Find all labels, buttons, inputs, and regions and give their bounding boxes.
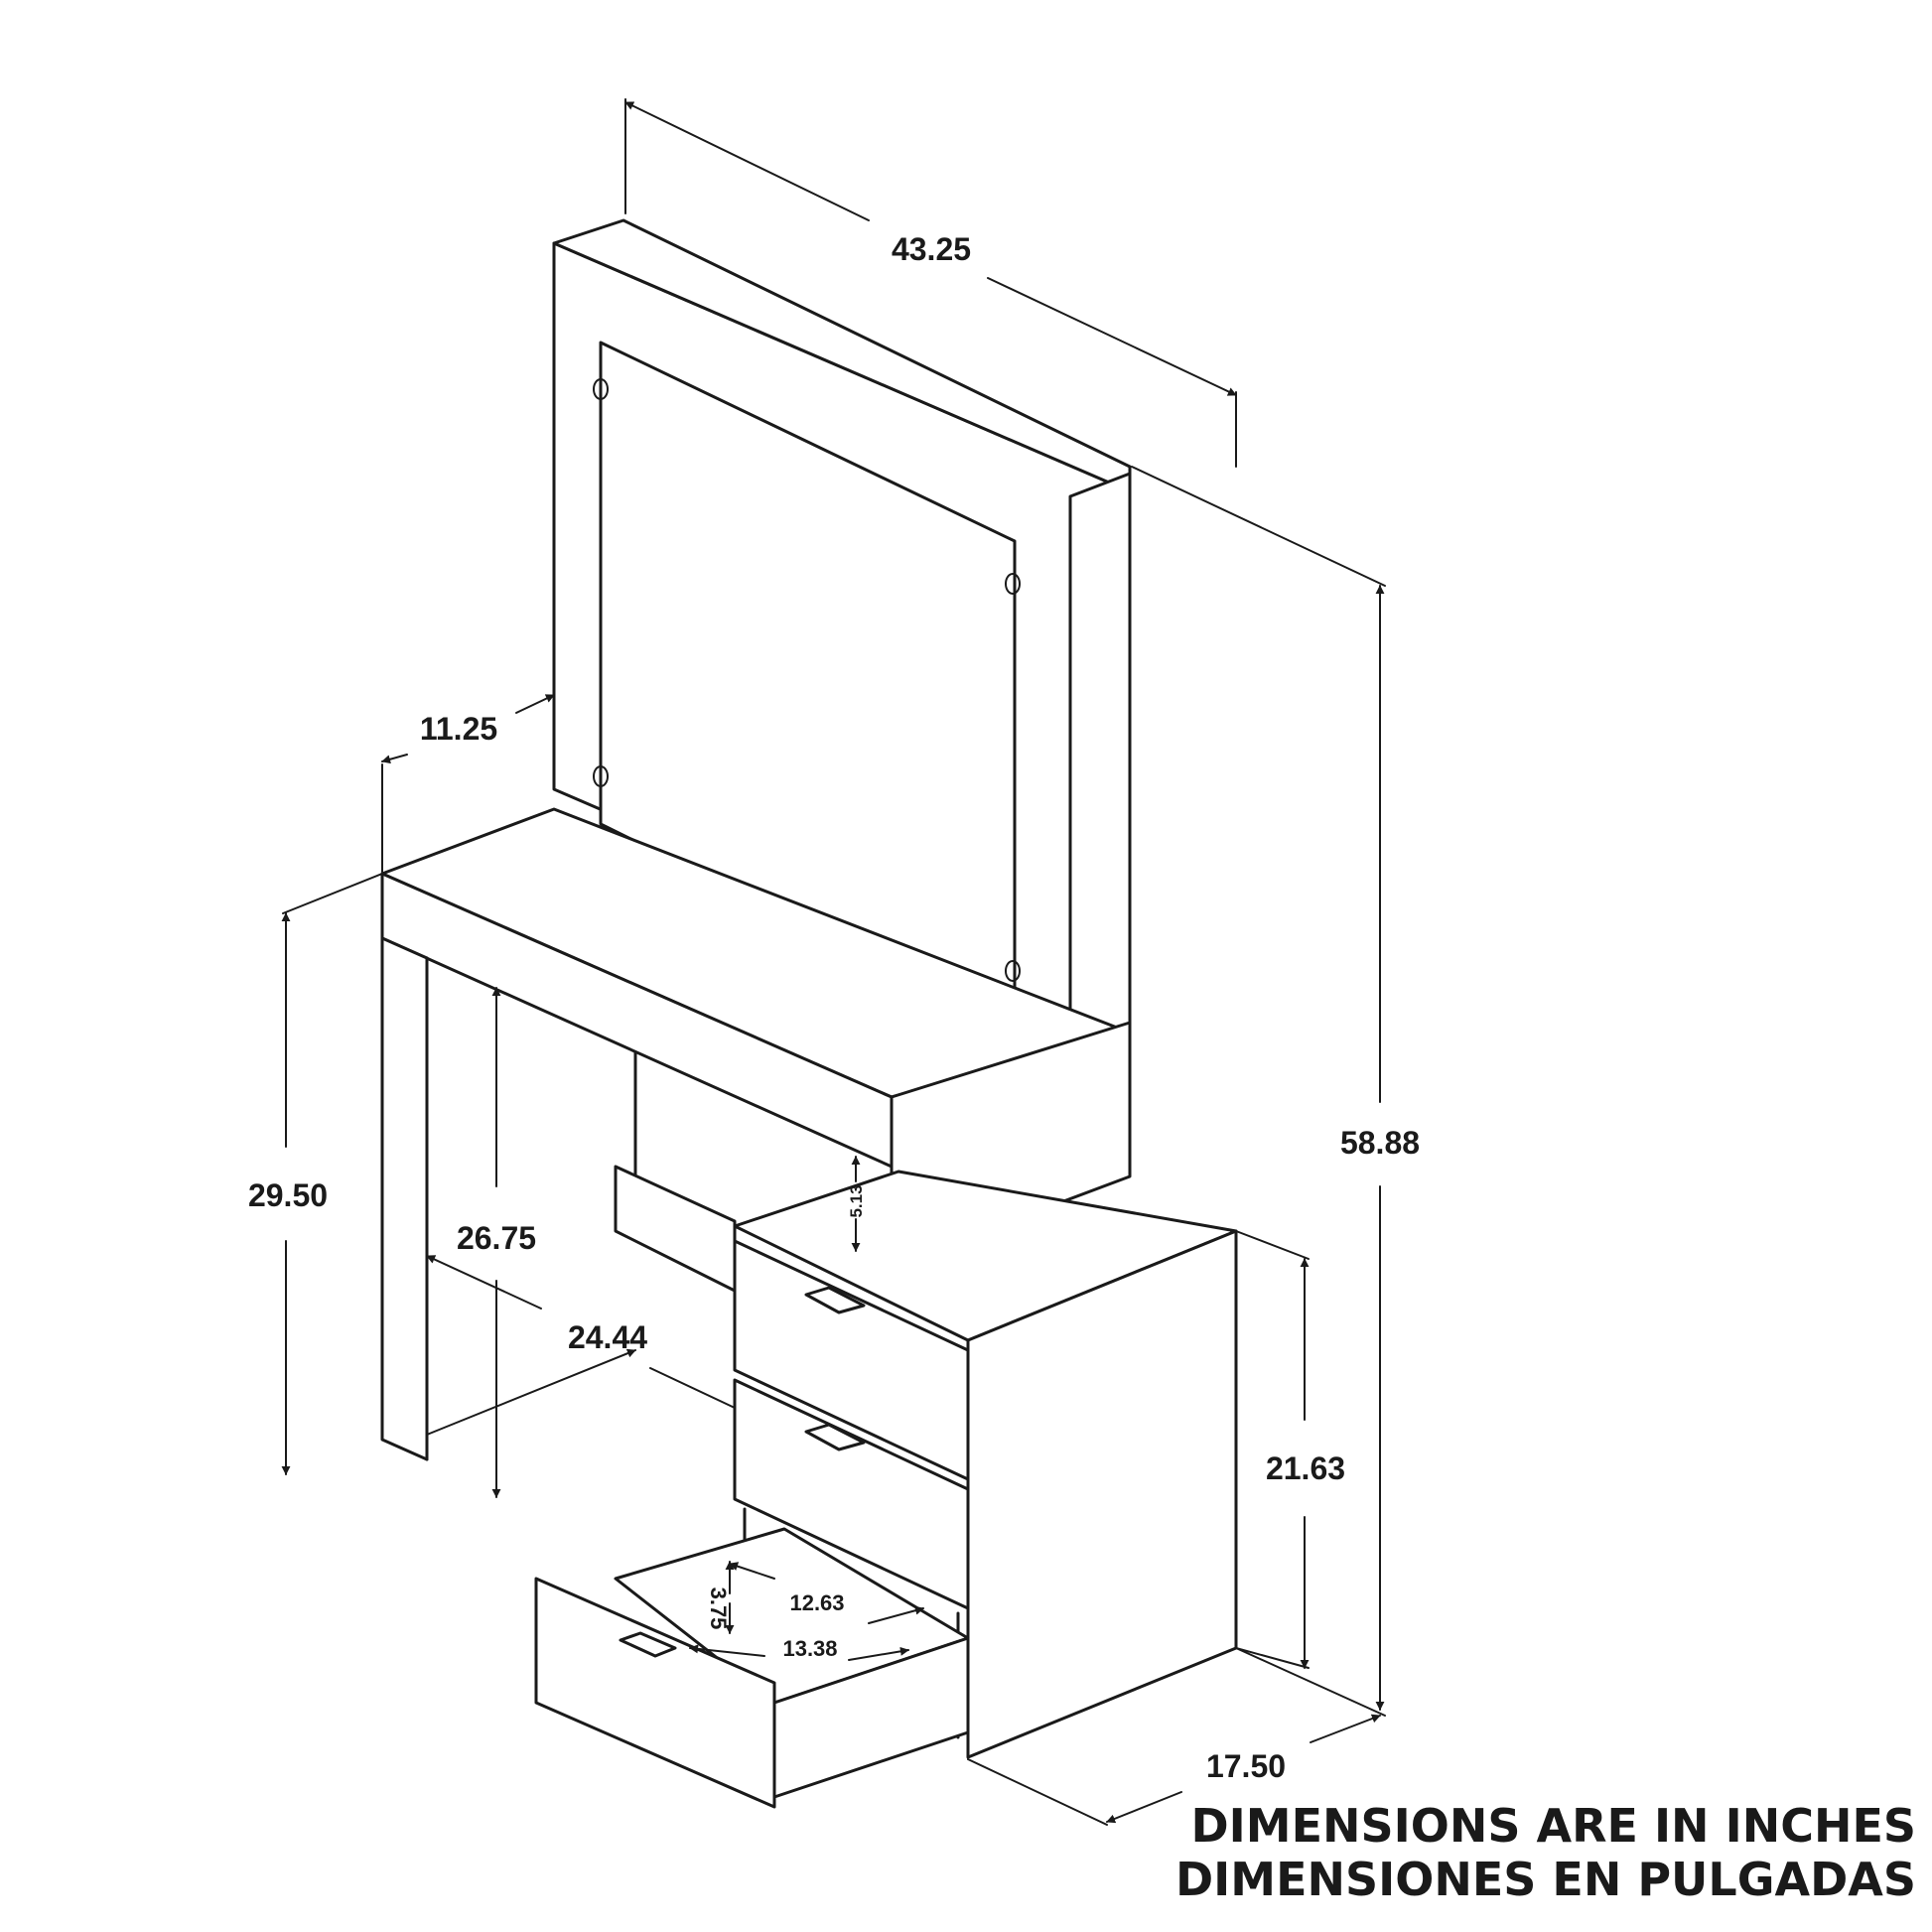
mirror-clips (593, 378, 1021, 982)
dim-knee-width: 24.44 (568, 1319, 647, 1355)
drawer-handle (804, 1423, 866, 1451)
dim-drawer-inner-height: 3.75 (706, 1587, 731, 1630)
units-note-english: DIMENSIONS ARE IN INCHES (1190, 1799, 1917, 1853)
dimension-labels: 43.25 58.88 17.50 11.25 29.50 26.75 24.4… (248, 231, 1420, 1784)
drawer-middle-front (733, 1378, 970, 1610)
drawer-cabinet (733, 1170, 1238, 1759)
dim-overall-width: 43.25 (892, 231, 971, 267)
keyboard-tray (614, 1165, 737, 1293)
mirror-hutch (552, 218, 1132, 1059)
desk (380, 807, 1132, 1461)
dim-desk-height: 29.50 (248, 1177, 328, 1213)
dim-desk-depth: 11.25 (420, 711, 497, 747)
hutch-side-column (1068, 472, 1132, 1059)
drawer-top-front (733, 1239, 970, 1481)
desk-left-leg (380, 936, 429, 1461)
dim-cabinet-height: 21.63 (1266, 1450, 1345, 1486)
dim-overall-height: 58.88 (1340, 1125, 1420, 1161)
units-note-spanish: DIMENSIONES EN PULGADAS (1175, 1853, 1916, 1906)
dim-drawer-inner-width: 12.63 (789, 1590, 844, 1615)
hutch-top-cap (552, 218, 1132, 493)
open-drawer (534, 1527, 970, 1809)
dim-overall-depth: 17.50 (1206, 1748, 1286, 1784)
dim-drawer-inner-depth: 13.38 (782, 1636, 837, 1661)
dim-knee-height: 26.75 (457, 1220, 536, 1256)
drawer-handle (619, 1631, 677, 1658)
dim-shelf-gap: 5.13 (847, 1184, 866, 1217)
drawer-handle (804, 1286, 866, 1314)
dimension-lines (281, 98, 1386, 1826)
